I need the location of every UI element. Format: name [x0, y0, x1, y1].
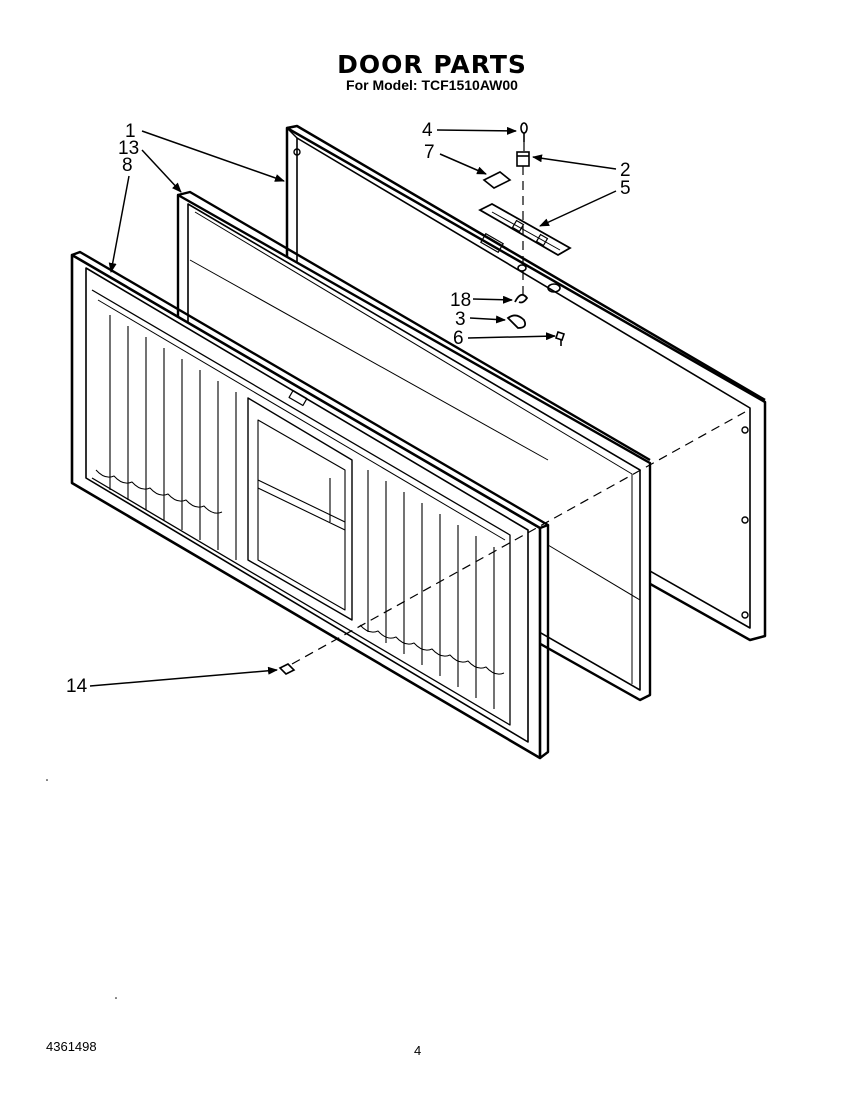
document-number: 4361498 [46, 1039, 97, 1054]
lock-cylinder [516, 151, 530, 167]
callout-5: 5 [539, 178, 631, 227]
callout-label: 8 [122, 155, 133, 176]
callout-14: 14 [66, 666, 278, 697]
callout-7: 7 [424, 142, 487, 175]
callout-label: 3 [455, 309, 466, 330]
page-title: DOOR PARTS [337, 50, 527, 79]
callout-label: 5 [620, 178, 631, 199]
latch-spring [514, 293, 529, 304]
callout-label: 13 [118, 138, 139, 159]
callout-4: 4 [422, 120, 517, 141]
lock-key [520, 122, 528, 142]
callout-2: 2 [532, 154, 631, 181]
callout-label: 7 [424, 142, 435, 163]
callout-label: 4 [422, 120, 433, 141]
callout-label: 2 [620, 160, 631, 181]
page-number: 4 [414, 1043, 422, 1058]
callout-label: 6 [453, 328, 464, 349]
scan-speck [46, 779, 48, 781]
callout-1: 1 [125, 121, 285, 182]
callout-18: 18 [450, 290, 513, 311]
callout-13: 13 [118, 138, 182, 193]
callout-3: 3 [455, 309, 506, 330]
callout-label: 14 [66, 676, 88, 697]
latch-bracket [506, 314, 527, 329]
assembly-guide-lines [291, 142, 746, 665]
outer-door-panel [70, 250, 550, 760]
callout-8: 8 [108, 155, 133, 273]
latch-screw [554, 330, 566, 346]
door-screw [278, 663, 296, 675]
callout-label: 1 [125, 121, 136, 142]
label-plate [482, 171, 512, 189]
handle-assembly [478, 202, 572, 257]
latch-plate [517, 264, 561, 293]
callout-label: 18 [450, 290, 471, 311]
callout-6: 6 [453, 328, 556, 349]
model-subtitle: For Model: TCF1510AW00 [346, 77, 518, 93]
scan-speck [115, 997, 117, 999]
